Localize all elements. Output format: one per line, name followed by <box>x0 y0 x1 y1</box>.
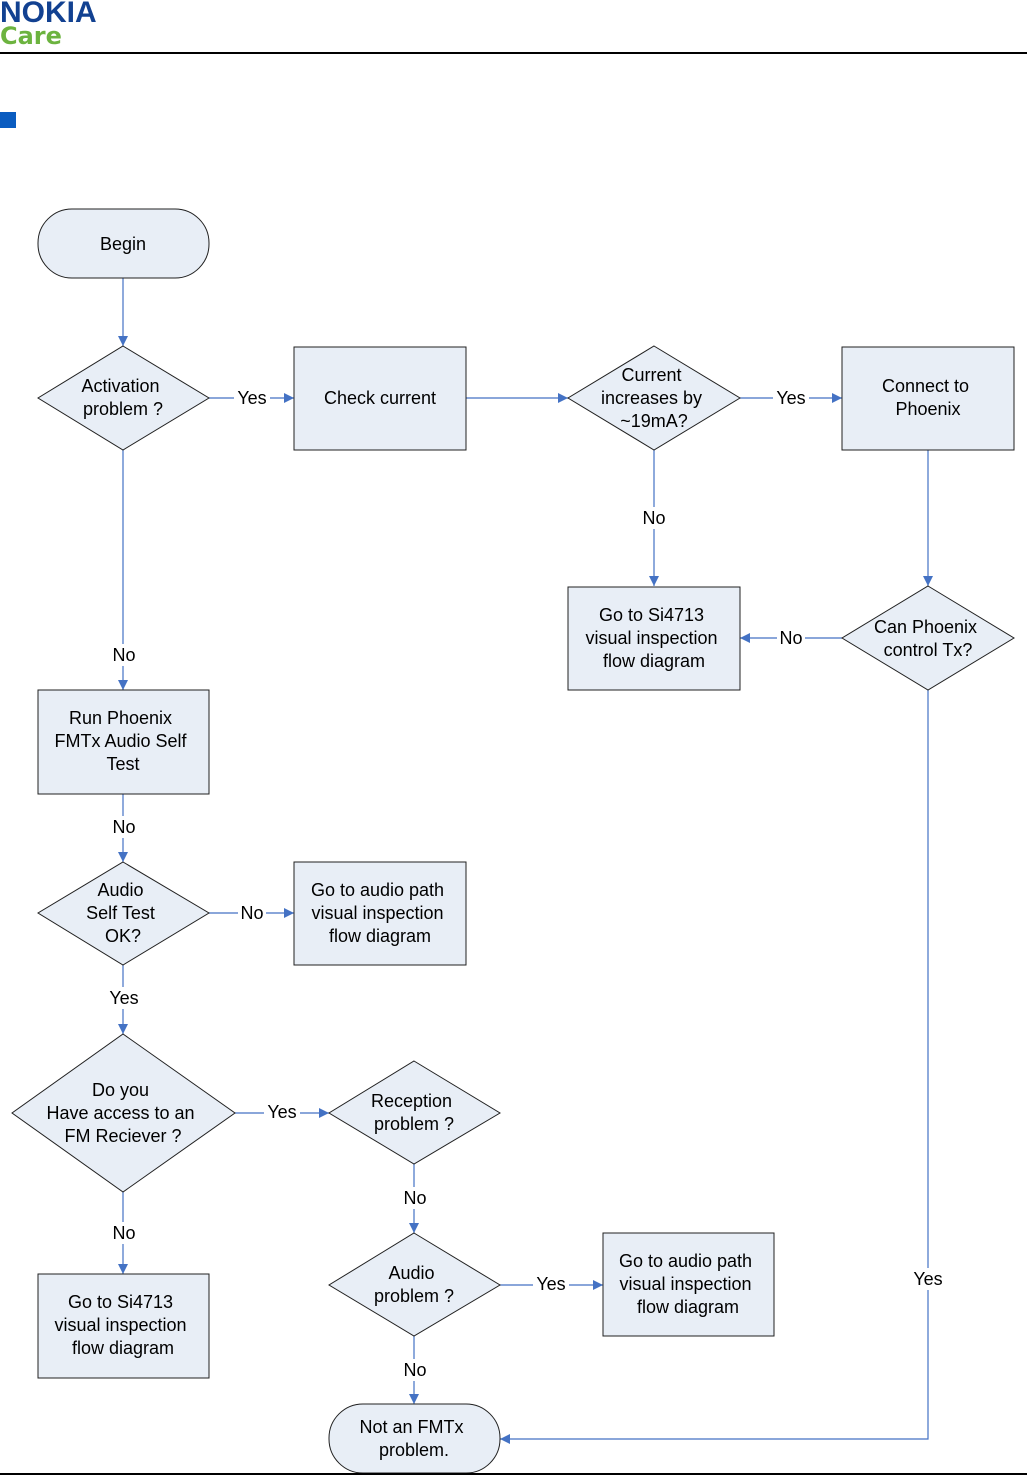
svg-text:Check current: Check current <box>324 388 436 408</box>
audio-path-box-2 <box>602 1232 775 1337</box>
si4713-bottom-text-1: Go to Si4713 <box>68 1292 173 1312</box>
fm-text-1: Do you <box>92 1080 149 1100</box>
edge-labels: Yes Yes No No No No No Yes Yes No No Yes… <box>106 387 946 1381</box>
audio-self-text-1: Audio <box>97 880 143 900</box>
label-audioself-yes: Yes <box>109 988 138 1008</box>
connect-text-2: Phoenix <box>895 399 960 419</box>
reception-decision <box>328 1060 501 1165</box>
si4713-top-text-3: flow diagram <box>603 651 705 671</box>
fm-text-2: Have access to an <box>46 1103 194 1123</box>
svg-text:Audio problem ?: Audio problem ? <box>374 1263 454 1306</box>
label-activation-yes: Yes <box>237 388 266 408</box>
header-rule <box>0 52 1027 54</box>
svg-text:Run Phoenix FMTx Audio S: Run Phoenix FMTx Audio Self Test <box>54 708 191 774</box>
run-phoenix-text-1: Run Phoenix <box>69 708 172 728</box>
can-phoenix-decision <box>841 585 1015 691</box>
si4713-bottom-text-3: flow diagram <box>72 1338 174 1358</box>
label-current-yes: Yes <box>776 388 805 408</box>
svg-text:Go to audio path visual: Go to audio path visual inspection flow … <box>311 880 449 946</box>
run-phoenix-box <box>37 689 210 795</box>
label-fm-no: No <box>112 1223 135 1243</box>
svg-text:Go to Si4713 visual insp: Go to Si4713 visual inspection flow diag… <box>54 1292 191 1358</box>
svg-text:Not an FMTx problem.: Not an FMTx problem. <box>359 1417 468 1460</box>
audio-problem-decision <box>328 1232 501 1337</box>
si4713-top-box <box>567 586 741 691</box>
si4713-top-text-1: Go to Si4713 <box>599 605 704 625</box>
svg-text:Do you Have access to an: Do you Have access to an FM Reciever ? <box>46 1080 199 1146</box>
can-phoenix-text-1: Can Phoenix <box>874 617 977 637</box>
label-audioself-no: No <box>240 903 263 923</box>
begin-text: Begin <box>100 234 146 254</box>
begin-node <box>37 208 210 279</box>
nodes: Begin Activation problem ? Check current… <box>11 208 1015 1474</box>
audio-self-text-2: Self Test <box>86 903 155 923</box>
not-fmtx-node <box>328 1403 501 1474</box>
audio-path-2-text-1: Go to audio path <box>619 1251 752 1271</box>
fm-text-3: FM Reciever ? <box>64 1126 181 1146</box>
svg-text:Activation problem ?: Activation problem ? <box>81 376 164 419</box>
can-phoenix-text-2: control Tx? <box>884 640 973 660</box>
current-text-1: Current <box>621 365 681 385</box>
si4713-top-text-2: visual inspection <box>585 628 717 648</box>
label-canphoenix-no: No <box>779 628 802 648</box>
label-reception-no: No <box>403 1188 426 1208</box>
nokia-logo: NOKIA <box>0 0 97 29</box>
connect-phoenix-box <box>841 346 1015 451</box>
svg-text:Current increases by: Current increases by ~19mA? <box>601 365 707 431</box>
audio-self-text-3: OK? <box>105 926 141 946</box>
check-current-box <box>293 346 467 451</box>
svg-text:Go to Si4713 visual insp: Go to Si4713 visual inspection flow diag… <box>585 605 722 671</box>
current-text-2: increases by <box>601 388 702 408</box>
activation-decision <box>37 345 210 451</box>
label-audio-yes: Yes <box>536 1274 565 1294</box>
activation-text-1: Activation <box>81 376 159 396</box>
audio-path-2-text-2: visual inspection <box>619 1274 751 1294</box>
check-current-text: Check current <box>324 388 436 408</box>
audio-self-test-decision <box>37 861 210 966</box>
not-fmtx-text-1: Not an FMTx <box>359 1417 463 1437</box>
fm-receiver-decision <box>11 1033 236 1193</box>
svg-text:Begin: Begin <box>100 234 146 254</box>
connect-text-1: Connect to <box>882 376 969 396</box>
reception-text-1: Reception <box>371 1091 452 1111</box>
care-logo: Care <box>0 22 62 50</box>
edge-canphoenix-notfmtx <box>500 690 929 1444</box>
run-phoenix-text-2: FMTx Audio Self <box>54 731 187 751</box>
label-canphoenix-yes: Yes <box>913 1269 942 1289</box>
si4713-bottom-text-2: visual inspection <box>54 1315 186 1335</box>
audio-path-box-1 <box>293 861 467 966</box>
label-fm-yes: Yes <box>267 1102 296 1122</box>
audio-path-1-text-3: flow diagram <box>329 926 431 946</box>
current-decision <box>567 345 741 451</box>
audio-path-2-text-3: flow diagram <box>637 1297 739 1317</box>
audio-path-1-text-2: visual inspection <box>311 903 443 923</box>
label-activation-no: No <box>112 645 135 665</box>
current-text-3: ~19mA? <box>620 411 688 431</box>
run-phoenix-text-3: Test <box>106 754 139 774</box>
not-fmtx-text-2: problem. <box>379 1440 449 1460</box>
audio-problem-text-2: problem ? <box>374 1286 454 1306</box>
label-current-no: No <box>642 508 665 528</box>
svg-text:Connect to Phoenix: Connect to Phoenix <box>882 376 974 419</box>
label-run-no: No <box>112 817 135 837</box>
svg-text:Can Phoenix control Tx?: Can Phoenix control Tx? <box>874 617 982 660</box>
reception-text-2: problem ? <box>374 1114 454 1134</box>
connectors <box>118 278 933 1444</box>
activation-text-2: problem ? <box>83 399 163 419</box>
svg-text:Audio Self Test OK: Audio Self Test OK? <box>86 880 160 946</box>
audio-path-1-text-1: Go to audio path <box>311 880 444 900</box>
si4713-bottom-box <box>37 1273 210 1379</box>
label-audio-no: No <box>403 1360 426 1380</box>
svg-text:Go to audio path visual: Go to audio path visual inspection flow … <box>619 1251 757 1317</box>
footer-rule <box>0 1473 1027 1475</box>
audio-problem-text-1: Audio <box>388 1263 434 1283</box>
section-bullet <box>0 112 16 128</box>
svg-text:Reception problem ?: Reception problem ? <box>371 1091 457 1134</box>
